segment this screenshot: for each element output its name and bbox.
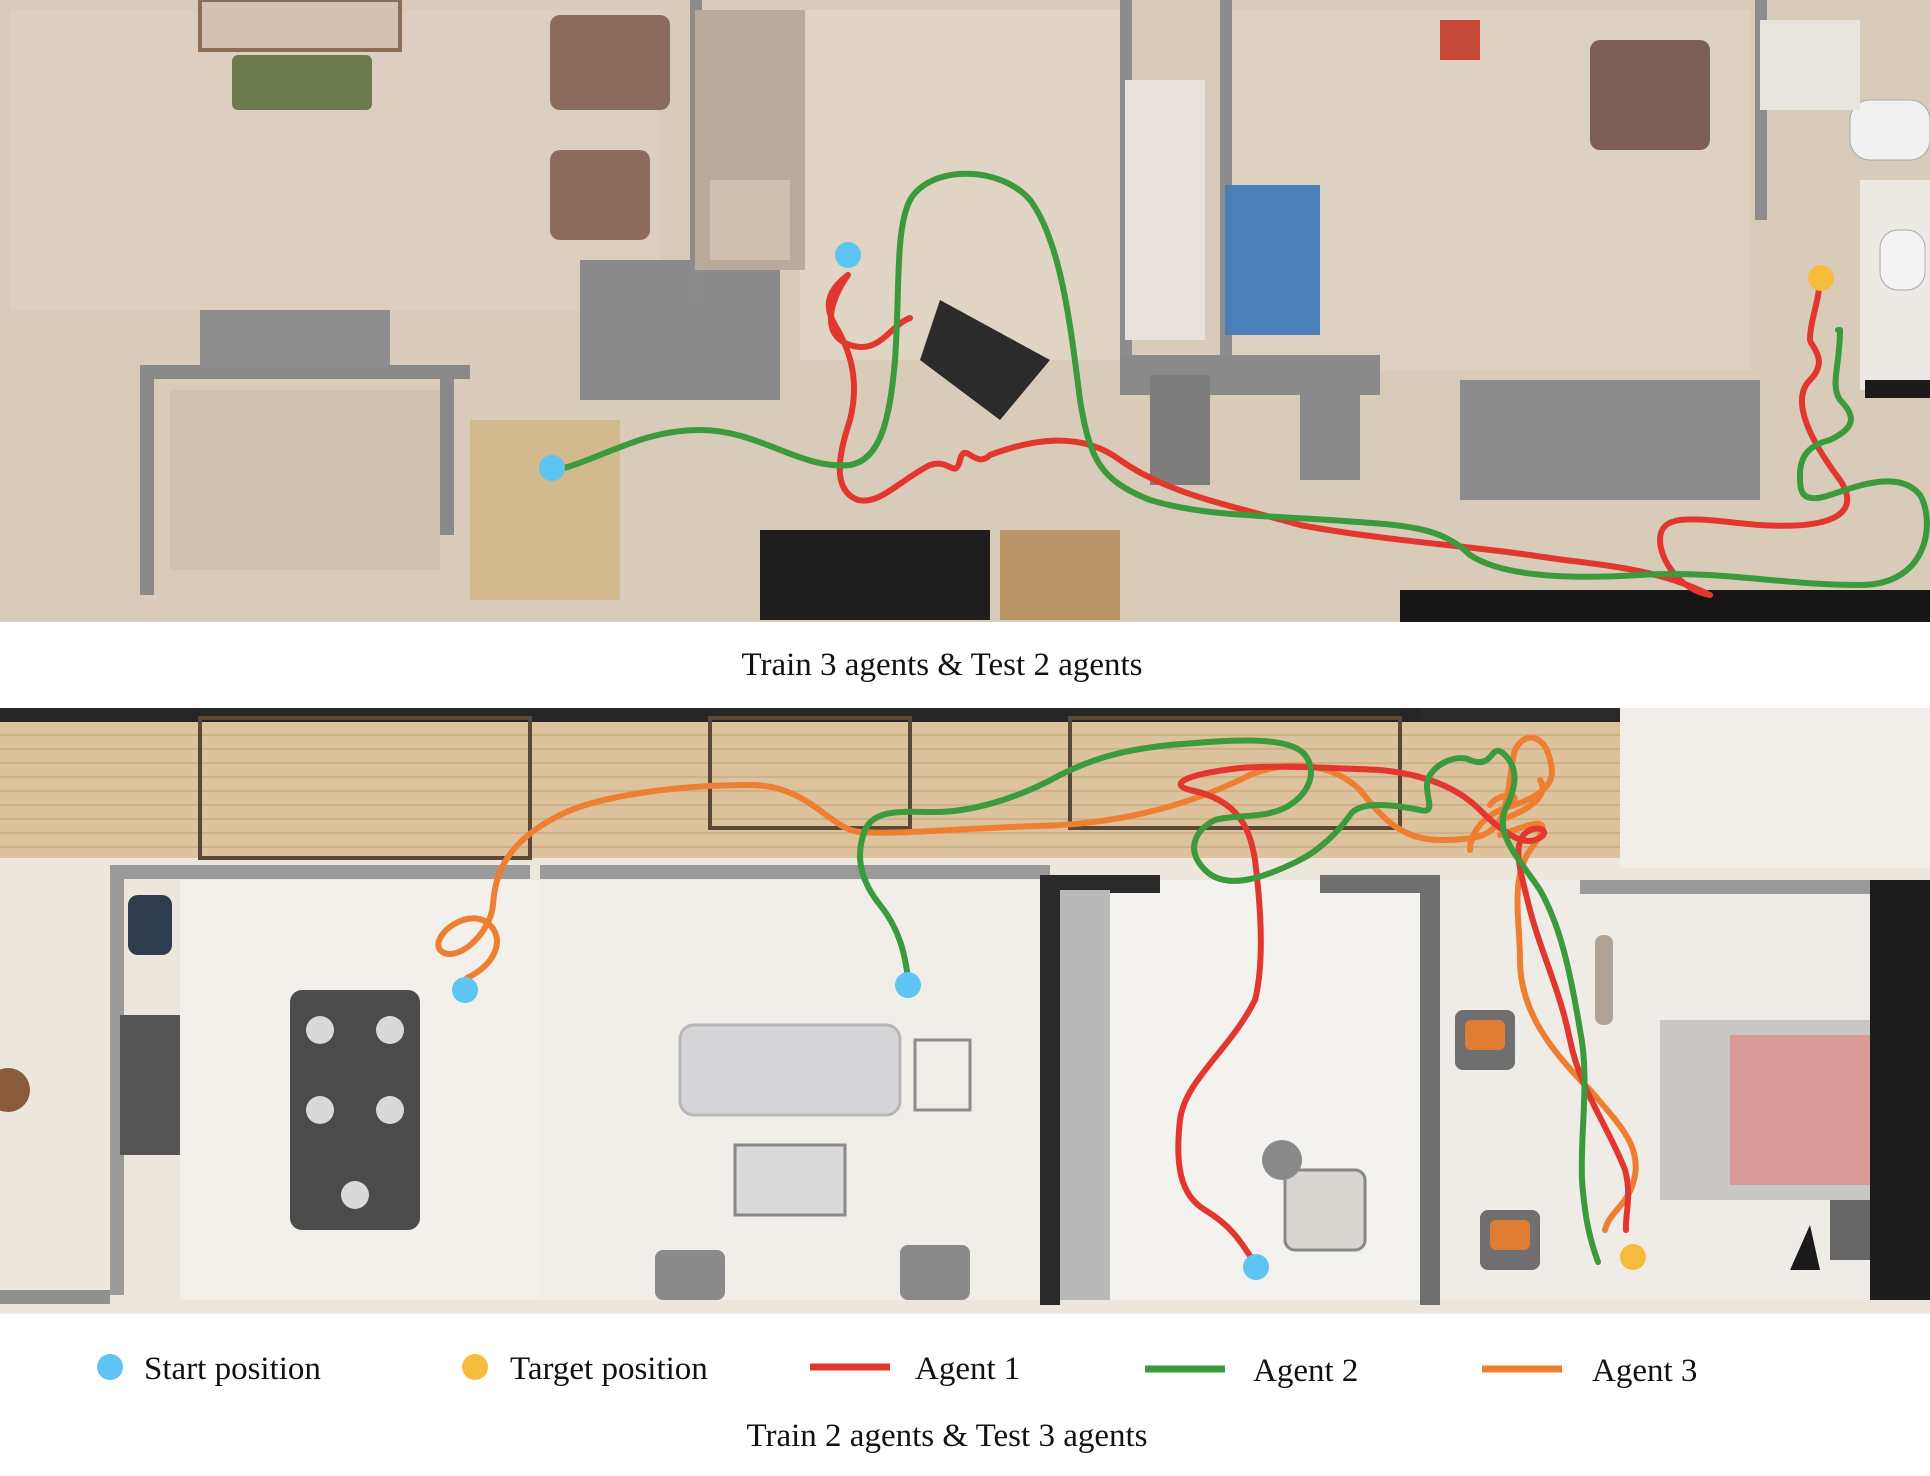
bottom-wall <box>0 1290 110 1304</box>
bottom-plate <box>306 1016 334 1044</box>
bottom-shadow <box>1790 1225 1820 1270</box>
bottom-panel-caption: Train 2 agents & Test 3 agents <box>747 1418 1148 1454</box>
bottom-bed-cover <box>1730 1035 1870 1185</box>
bottom-cushion <box>1490 1220 1530 1250</box>
bottom-sofa <box>678 1023 902 1117</box>
agent2-path <box>857 737 1601 1265</box>
top-steps <box>1000 530 1120 620</box>
bottom-shelf <box>1060 890 1110 1300</box>
top-bench <box>198 0 402 52</box>
bottom-plant <box>0 1068 30 1112</box>
bottom-side-table <box>913 1038 972 1112</box>
bottom-rug <box>708 716 912 830</box>
top-armchair <box>550 15 670 110</box>
bottom-wall-dark <box>1040 875 1160 893</box>
bottom-lamp-post <box>1595 935 1613 1025</box>
top-trajectories <box>553 170 1930 598</box>
top-room-mid <box>800 10 1120 360</box>
bottom-rug <box>198 716 532 860</box>
bottom-wall <box>1420 875 1440 1305</box>
top-wall <box>580 260 780 400</box>
bottom-hallway-wood <box>0 708 1930 858</box>
bottom-armchair <box>1283 1168 1367 1252</box>
top-sink <box>1879 229 1926 291</box>
bottom-wall <box>110 865 124 1295</box>
top-room-closet <box>170 390 440 570</box>
bottom-wall-dark <box>1040 875 1060 1305</box>
top-bed <box>1225 185 1320 335</box>
bottom-markers <box>452 972 1646 1280</box>
top-edge-dark <box>1400 590 1930 622</box>
bottom-wall <box>1320 875 1430 893</box>
agent1-path <box>1175 763 1632 1265</box>
bottom-plate <box>306 1096 334 1124</box>
top-desk <box>1125 80 1205 340</box>
top-wall-dark <box>1865 380 1930 398</box>
top-wall <box>140 365 154 595</box>
bottom-chair <box>128 895 172 955</box>
top-ottoman <box>232 55 372 110</box>
top-hall-wood <box>470 420 620 600</box>
bottom-wall <box>540 865 1050 879</box>
legend-start-label: Start position <box>144 1351 321 1387</box>
top-floorplan <box>0 0 1930 622</box>
bottom-wall <box>1580 880 1870 894</box>
bottom-plate <box>341 1181 369 1209</box>
agent2-path <box>553 170 1930 588</box>
top-toilet <box>1849 99 1930 161</box>
target-marker <box>1808 265 1834 291</box>
top-stairs-dark <box>760 530 990 620</box>
legend-agent1-label: Agent 1 <box>915 1351 1020 1387</box>
start-marker <box>1243 1254 1269 1280</box>
bottom-lamp <box>1262 1140 1302 1180</box>
bottom-armchair <box>655 1250 725 1300</box>
bottom-plate <box>376 1016 404 1044</box>
target-marker <box>1620 1244 1646 1270</box>
start-marker <box>452 977 478 1003</box>
top-stair-shadow <box>920 300 1050 420</box>
bottom-room-topright <box>1620 708 1930 868</box>
legend-agent3-label: Agent 3 <box>1592 1353 1697 1389</box>
top-armchair <box>550 150 650 240</box>
top-armchair <box>1590 40 1710 150</box>
bottom-floorplan <box>0 708 1930 1314</box>
top-wall <box>140 365 470 379</box>
start-marker <box>835 242 861 268</box>
legend-target-marker <box>462 1354 488 1380</box>
bottom-plate <box>376 1096 404 1124</box>
top-wall <box>440 365 454 535</box>
bottom-nightstand <box>1830 1200 1870 1260</box>
start-marker <box>895 972 921 998</box>
top-wall <box>1300 390 1360 480</box>
start-marker <box>539 455 565 481</box>
bottom-wall-dark <box>1870 880 1930 1300</box>
bottom-dining-table <box>290 990 420 1230</box>
top-wall <box>200 310 390 368</box>
top-markers <box>539 242 1834 481</box>
bottom-cushion <box>1465 1020 1505 1050</box>
top-cabinet <box>1760 20 1860 110</box>
top-sofa-seat <box>710 180 790 260</box>
top-toy <box>1440 20 1480 60</box>
legend: Start position Target position Agent 1 A… <box>97 1351 1697 1389</box>
bottom-cabinet <box>120 1015 180 1155</box>
top-panel-caption: Train 3 agents & Test 2 agents <box>742 647 1143 683</box>
legend-target-label: Target position <box>510 1351 708 1387</box>
legend-agent2-label: Agent 2 <box>1253 1353 1358 1389</box>
top-wall <box>1150 375 1210 485</box>
bottom-trajectories <box>435 734 1639 1265</box>
legend-start-marker <box>97 1354 123 1380</box>
bottom-edge-dark <box>1420 708 1620 720</box>
bottom-coffee-table <box>733 1143 847 1217</box>
bottom-armchair <box>900 1245 970 1300</box>
agent3-path <box>435 734 1639 1233</box>
top-wall <box>1460 380 1760 500</box>
bottom-wall <box>110 865 530 879</box>
